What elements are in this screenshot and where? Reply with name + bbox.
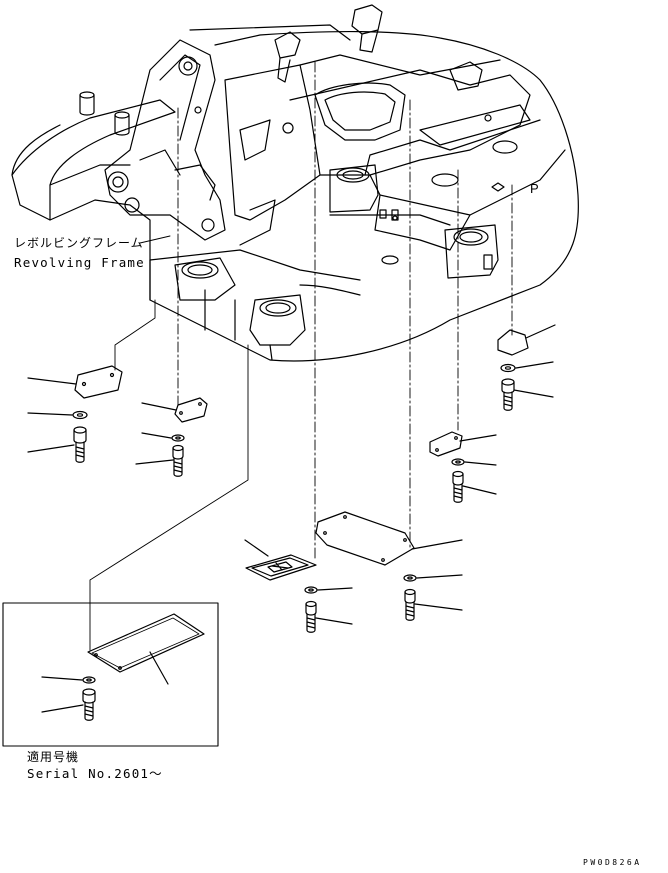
bolt-boxed [41, 688, 96, 721]
washer-right-top [500, 361, 554, 373]
washer-right-mid [451, 458, 497, 466]
washer-left [27, 410, 88, 420]
cover-boxed [87, 613, 205, 685]
cover-right-mid [429, 431, 497, 457]
revolving-frame [11, 4, 579, 362]
frame-marking-p: P [530, 181, 539, 196]
frame-label-leader [139, 235, 171, 244]
washer-large [403, 574, 463, 582]
bolt-large [404, 588, 463, 621]
cover-right-plug [497, 324, 556, 356]
bolt-right-top [501, 378, 554, 411]
leader-lines [89, 61, 513, 651]
serial-label-en: Serial No.2601～ [27, 766, 163, 781]
frame-label-jp: レボルビングフレーム [14, 236, 144, 250]
washer-boxed [41, 676, 96, 684]
grate-plate [244, 539, 317, 581]
washer-mid-left [141, 432, 185, 442]
frame-label-en: Revolving Frame [14, 255, 145, 270]
cover-mid-left [141, 397, 208, 423]
cover-large [315, 511, 463, 566]
bolt-right-mid [452, 470, 497, 503]
bolt-center [305, 600, 353, 633]
serial-label-jp: 適用号機 [27, 750, 80, 764]
bolt-left [27, 426, 87, 463]
drawing-code: PW0D826A [583, 858, 642, 867]
serial-box [2, 602, 219, 747]
bolt-mid-left [135, 444, 184, 477]
washer-center [304, 586, 353, 594]
cover-left [27, 365, 123, 399]
